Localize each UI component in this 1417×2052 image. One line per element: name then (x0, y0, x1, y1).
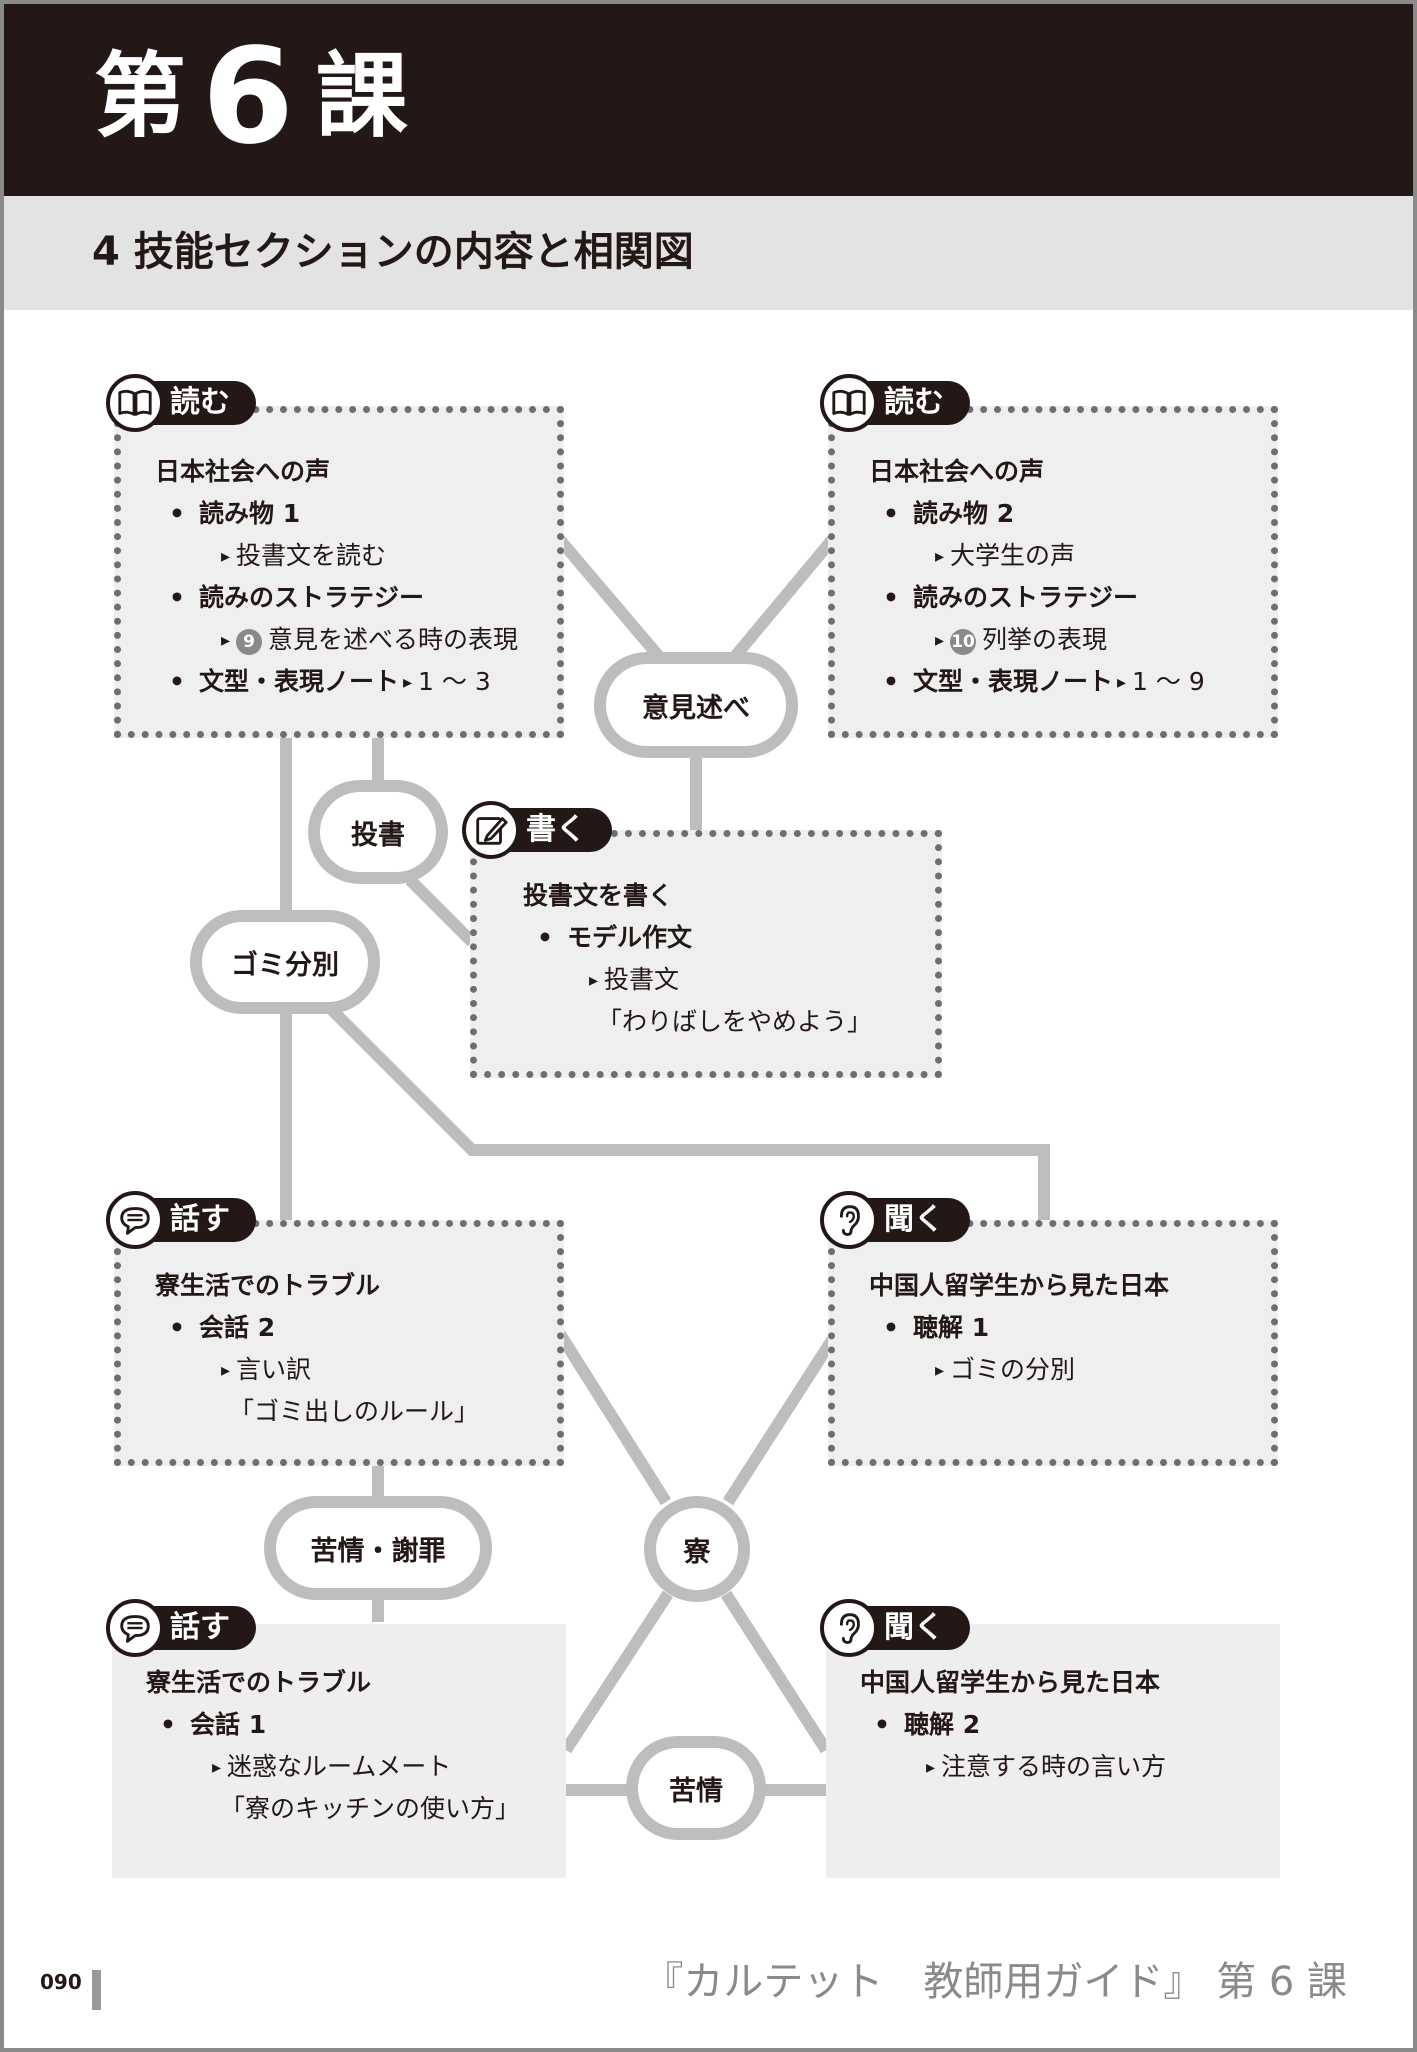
list-item: 会話 2 (155, 1307, 547, 1349)
chapter-prefix: 第 (94, 43, 187, 150)
tag-speak-2: 話す (106, 1191, 256, 1249)
connector-listen1-dorm (722, 1336, 838, 1506)
node-complaint: 苦情 (626, 1736, 766, 1840)
connector-read1-opinion (555, 536, 667, 664)
tag-label: 聞く (866, 1606, 970, 1650)
node-garbage-sorting: ゴミ分別 (190, 910, 380, 1014)
chapter-number: 6 (202, 20, 294, 174)
box-title: 日本社会への声 (155, 457, 331, 486)
footer-book-title: 『カルテット 教師用ガイド』 第 6 課 (643, 1959, 1347, 2005)
skill-box-listen-1: 中国人留学生から見た日本 聴解 1 ゴミの分別 (828, 1220, 1278, 1466)
node-dorm: 寮 (644, 1496, 750, 1602)
list-subitem-continued: 「寮のキッチンの使い方」 (220, 1794, 521, 1823)
node-opinion: 意見述べ (594, 652, 798, 758)
page-number: 090 (40, 1970, 82, 1994)
connector-dorm-listen2 (720, 1590, 832, 1754)
skill-box-speak-1-content: 寮生活でのトラブル 会話 1 迷惑なルームメート 「寮のキッチンの使い方」 (146, 1662, 556, 1830)
chapter-suffix: 課 (315, 43, 408, 150)
speech-bubble-icon (106, 1599, 164, 1657)
tag-label: 話す (152, 1606, 256, 1650)
box-title: 寮生活でのトラブル (146, 1668, 372, 1697)
page-marker (92, 1970, 101, 2010)
list-item: 読み物 2 (869, 493, 1261, 535)
tag-label: 聞く (866, 1198, 970, 1242)
connector-speak2-dorm (554, 1330, 672, 1506)
box-title: 投書文を書く (523, 881, 674, 910)
connector-read2-opinion (727, 536, 837, 664)
skill-box-speak-1: 寮生活でのトラブル 会話 1 迷惑なルームメート 「寮のキッチンの使い方」 (112, 1624, 566, 1878)
box-title: 寮生活でのトラブル (155, 1271, 381, 1300)
list-item: 文型・表現ノート1 ～ 9 (869, 661, 1261, 703)
connector-dorm-speak1 (560, 1590, 674, 1754)
list-subitem-text: 列挙の表現 (982, 625, 1108, 654)
tag-label: 話す (152, 1198, 256, 1242)
list-subitem: 迷惑なルームメート (146, 1746, 556, 1788)
skill-box-speak-2-content: 寮生活でのトラブル 会話 2 言い訳 「ゴミ出しのルール」 (155, 1265, 547, 1433)
range-text: 1 ～ 3 (399, 667, 491, 696)
node-letter: 投書 (308, 780, 448, 884)
tag-read-2: 読む (820, 374, 970, 432)
tag-label: 読む (152, 381, 256, 425)
tag-listen-1: 聞く (820, 1191, 970, 1249)
skill-box-listen-2-content: 中国人留学生から見た日本 聴解 2 注意する時の言い方 (860, 1662, 1270, 1788)
list-subitem: 投書文 (523, 959, 925, 1001)
tag-write: 書く (462, 801, 612, 859)
section-header-bar (4, 196, 1413, 310)
list-item: 聴解 2 (860, 1704, 1270, 1746)
list-subitem: 注意する時の言い方 (860, 1746, 1270, 1788)
list-subitem: 投書文を読む (155, 535, 547, 577)
box-title: 日本社会への声 (869, 457, 1045, 486)
list-subitem-continued: 「ゴミ出しのルール」 (229, 1397, 480, 1426)
list-subitem-continued: 「わりばしをやめよう」 (597, 1007, 873, 1036)
list-item: 読み物 1 (155, 493, 547, 535)
pencil-note-icon (462, 801, 520, 859)
tag-label: 書く (508, 808, 612, 852)
skill-box-speak-2: 寮生活でのトラブル 会話 2 言い訳 「ゴミ出しのルール」 (114, 1220, 564, 1466)
list-subitem: 言い訳 (155, 1349, 547, 1391)
list-item: 聴解 1 (869, 1307, 1261, 1349)
chapter-header-bar (4, 4, 1413, 196)
skill-box-read-1: 日本社会への声 読み物 1 投書文を読む 読みのストラテジー 9意見を述べる時の… (114, 406, 564, 738)
connector-garbage-listen1 (325, 1003, 1050, 1220)
list-item-text: 文型・表現ノート (198, 667, 399, 696)
skill-box-listen-1-content: 中国人留学生から見た日本 聴解 1 ゴミの分別 (869, 1265, 1261, 1391)
list-item-text: 文型・表現ノート (912, 667, 1113, 696)
list-subitem: ゴミの分別 (869, 1349, 1261, 1391)
box-title: 中国人留学生から見た日本 (869, 1271, 1170, 1300)
book-icon (106, 374, 164, 432)
connector-letter-write (405, 875, 477, 947)
list-item: 読みのストラテジー (869, 577, 1261, 619)
box-title: 中国人留学生から見た日本 (860, 1668, 1161, 1697)
section-title: 4 技能セクションの内容と相関図 (92, 229, 694, 275)
strategy-number-badge: 9 (236, 629, 263, 655)
list-item: 会話 1 (146, 1704, 556, 1746)
skill-box-write: 投書文を書く モデル作文 投書文 「わりばしをやめよう」 (470, 830, 942, 1078)
list-subitem-text: 意見を述べる時の表現 (268, 625, 519, 654)
ear-icon (820, 1191, 878, 1249)
chapter-title: 第 6 課 (94, 22, 408, 172)
node-complaint-apology: 苦情・謝罪 (264, 1496, 492, 1600)
strategy-number-badge: 10 (950, 629, 977, 655)
skill-box-write-content: 投書文を書く モデル作文 投書文 「わりばしをやめよう」 (523, 875, 925, 1043)
tag-speak-1: 話す (106, 1599, 256, 1657)
speech-bubble-icon (106, 1191, 164, 1249)
skill-box-listen-2: 中国人留学生から見た日本 聴解 2 注意する時の言い方 (826, 1624, 1280, 1878)
list-item: 読みのストラテジー (155, 577, 547, 619)
tag-listen-2: 聞く (820, 1599, 970, 1657)
range-text: 1 ～ 9 (1113, 667, 1205, 696)
list-subitem: 大学生の声 (869, 535, 1261, 577)
list-item: 文型・表現ノート1 ～ 3 (155, 661, 547, 703)
tag-label: 読む (866, 381, 970, 425)
list-item: モデル作文 (523, 917, 925, 959)
tag-read-1: 読む (106, 374, 256, 432)
book-icon (820, 374, 878, 432)
ear-icon (820, 1599, 878, 1657)
skill-box-read-1-content: 日本社会への声 読み物 1 投書文を読む 読みのストラテジー 9意見を述べる時の… (155, 451, 547, 703)
